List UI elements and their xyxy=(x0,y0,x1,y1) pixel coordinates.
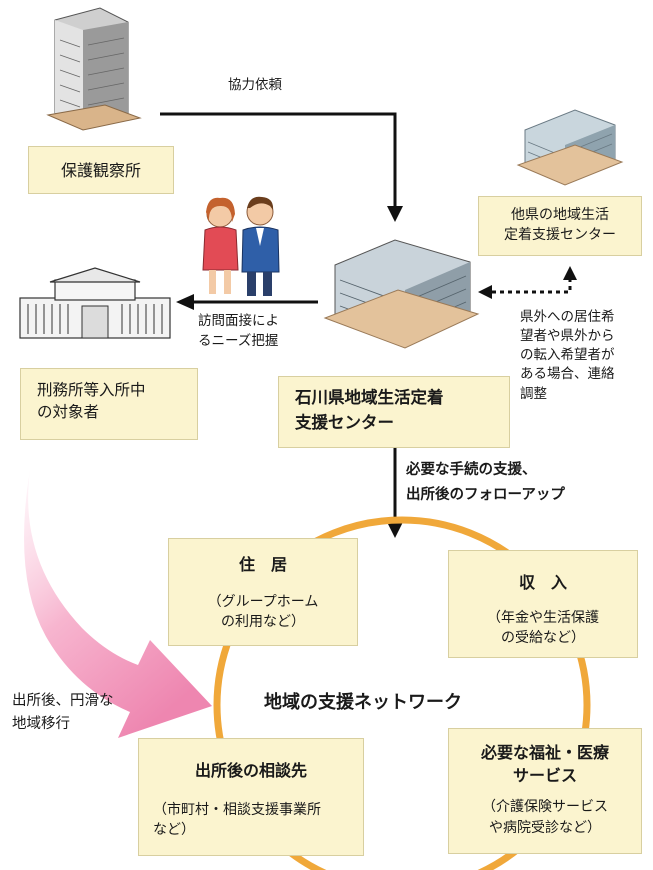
coordination-arrow xyxy=(478,266,577,299)
services-title: 必要な福祉・医療 サービス xyxy=(480,743,609,786)
cooperation-request-label: 協力依頼 xyxy=(228,77,282,93)
prison-building-icon xyxy=(19,267,171,339)
consultation-box: 出所後の相談先 （市町村・相談支援事業所 など） xyxy=(138,738,364,856)
income-box: 収 入 （年金や生活保護 の受給など） xyxy=(448,550,638,658)
ishikawa-center-building-icon xyxy=(323,239,480,349)
transition-arrow xyxy=(24,470,212,738)
probation-office-box: 保護観察所 xyxy=(28,146,174,194)
network-ring xyxy=(213,516,591,870)
consultation-detail: （市町村・相談支援事業所 など） xyxy=(153,802,321,839)
income-detail: （年金や生活保護 の受給など） xyxy=(487,610,599,647)
other-center-building-icon xyxy=(516,109,624,186)
other-center-box: 他県の地域生活 定着支援センター xyxy=(478,196,642,256)
office-tower-icon xyxy=(46,7,142,131)
ishikawa-center-box: 石川県地域生活定着 支援センター xyxy=(278,376,510,448)
services-box: 必要な福祉・医療 サービス （介護保険サービス や病院受診など） xyxy=(448,728,642,854)
coordination-label: 県外への居住希 望者や県外から の転入希望者が ある場合、連絡 調整 xyxy=(520,309,615,402)
housing-detail: （グループホーム の利用など） xyxy=(207,594,319,631)
cooperation-arrow xyxy=(160,112,403,222)
housing-box: 住 居 （グループホーム の利用など） xyxy=(168,538,358,646)
income-title: 収 入 xyxy=(518,573,567,592)
other-center-label: 他県の地域生活 定着支援センター xyxy=(504,207,616,244)
probation-office-label: 保護観察所 xyxy=(60,161,141,180)
inmates-label: 刑務所等入所中 の対象者 xyxy=(37,381,146,422)
support-label: 必要な手続の支援、 出所後のフォローアップ xyxy=(406,462,565,504)
counselors-couple-icon xyxy=(202,196,280,296)
consultation-title: 出所後の相談先 xyxy=(194,761,307,780)
ishikawa-center-label: 石川県地域生活定着 支援センター xyxy=(295,388,444,432)
inmates-box: 刑務所等入所中 の対象者 xyxy=(20,368,198,440)
network-title: 地域の支援ネットワーク xyxy=(264,692,462,713)
interview-label: 訪問面接によ るニーズ把握 xyxy=(198,313,279,349)
housing-title: 住 居 xyxy=(238,555,287,574)
interview-arrow xyxy=(176,294,318,310)
support-arrow xyxy=(387,446,403,538)
services-detail: （介護保険サービス や病院受診など） xyxy=(482,799,608,836)
transition-label: 出所後、円滑な 地域移行 xyxy=(12,693,114,733)
